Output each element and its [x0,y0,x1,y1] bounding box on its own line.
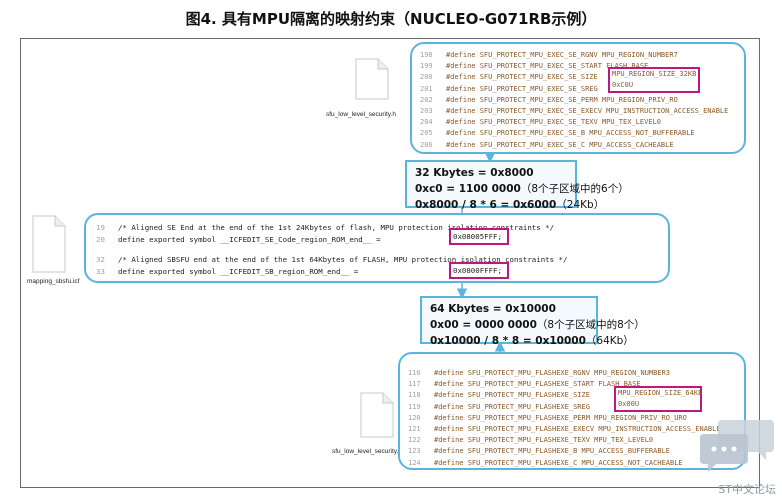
bottom-code-line: 117 #define SFU_PROTECT_MPU_FLASHEXE_STAR… [408,379,734,390]
bottom-code-line: 116 #define SFU_PROTECT_MPU_FLASHEXE_RGNV… [408,368,734,379]
top-size-highlight: MPU_REGION_SIZE_32KB 0xC0U [608,67,700,93]
bottom-code-line: 121 #define SFU_PROTECT_MPU_FLASHEXE_EXEC… [408,424,734,435]
bottom-line-number: 121 [408,424,421,433]
top-code-text: #define SFU_PROTECT_MPU_EXEC_SE_START FL… [446,62,649,71]
info-top-line2: 0xc0 = 1100 0000（8个子区域中的6个） [415,183,629,195]
chat-bubble-icon [700,420,774,472]
sb-end-highlight: 0x0800FFFF; [449,262,509,279]
top-line-number: 198 [420,51,433,59]
bottom-code-line: 119 #define SFU_PROTECT_MPU_FLASHEXE_SREG [408,402,734,413]
mid-code-line-20: 20 define exported symbol __ICFEDIT_SE_C… [96,235,381,244]
top-code-line: 203 #define SFU_PROTECT_MPU_EXEC_SE_EXECV… [420,106,734,117]
top-code-panel: 198 #define SFU_PROTECT_MPU_EXEC_SE_RGNV … [410,42,746,154]
top-line-number: 202 [420,95,433,104]
diagram-frame [20,38,760,488]
bottom-line-number: 123 [408,447,421,456]
se-end-highlight: 0x08005FFF; [449,228,509,245]
bottom-code-line: 124 #define SFU_PROTECT_MPU_FLASHEXE_C MP… [408,458,734,469]
bottom-code-text: #define SFU_PROTECT_MPU_FLASHEXE_RGNV MP… [434,369,671,377]
file-label-top: sfu_low_level_security.h [326,111,396,118]
info-bottom-line1: 64 Kbytes = 0x10000 [430,303,556,315]
top-line-number: 200 [420,73,433,82]
bottom-code-text: #define SFU_PROTECT_MPU_FLASHEXE_SIZE [434,391,590,400]
file-label-middle: mapping_sbsfu.icf [27,278,80,285]
mid-code-panel: 19 /* Aligned SE End at the end of the 1… [84,213,670,283]
bottom-code-text: #define SFU_PROTECT_MPU_FLASHEXE_TEXV MP… [434,436,654,445]
info-top-line1: 32 Kbytes = 0x8000 [415,167,534,179]
bottom-code-text: #define SFU_PROTECT_MPU_FLASHEXE_B MPU_A… [434,447,671,456]
top-line-number: 203 [420,106,433,115]
file-icon-bottom [360,392,394,443]
info-bottom-line2: 0x00 = 0000 0000（8个子区域中的8个） [430,319,645,331]
top-sreg-value: 0xC0U [612,81,634,89]
bottom-line-number: 124 [408,458,421,467]
mid-code-line-32: 32 /* Aligned SBSFU end at the end of th… [96,255,568,264]
top-code-text: #define SFU_PROTECT_MPU_EXEC_SE_B MPU_AC… [446,129,695,138]
watermark-text: ST中文论坛 [718,483,776,496]
info-box-bottom: 64 Kbytes = 0x10000 0x00 = 0000 0000（8个子… [420,296,645,347]
top-line-number: 206 [420,140,433,149]
top-code-text: #define SFU_PROTECT_MPU_EXEC_SE_EXECV MP… [446,106,729,115]
info-top-line3: 0x8000 / 8 * 6 = 0x6000（24Kb） [415,199,605,211]
info-box-top: 32 Kbytes = 0x8000 0xc0 = 1100 0000（8个子区… [405,160,629,211]
bottom-code-line: 122 #define SFU_PROTECT_MPU_FLASHEXE_TEXV… [408,435,734,446]
bottom-line-number: 120 [408,413,421,422]
file-icon-top [355,58,389,105]
bottom-code-text: #define SFU_PROTECT_MPU_FLASHEXE_SREG [434,402,590,411]
bottom-code-text: #define SFU_PROTECT_MPU_FLASHEXE_PERM MP… [434,413,687,422]
top-line-number: 199 [420,62,433,71]
top-code-line: 201 #define SFU_PROTECT_MPU_EXEC_SE_SREG [420,84,734,95]
top-code-text: #define SFU_PROTECT_MPU_EXEC_SE_TEXV MPU… [446,118,661,127]
top-code-line: 202 #define SFU_PROTECT_MPU_EXEC_SE_PERM … [420,95,734,106]
top-code-text: #define SFU_PROTECT_MPU_EXEC_SE_RGNV MPU… [446,51,678,59]
top-code-text: #define SFU_PROTECT_MPU_EXEC_SE_PERM MPU… [446,95,678,104]
bottom-code-line: 120 #define SFU_PROTECT_MPU_FLASHEXE_PERM… [408,413,734,424]
file-icon-middle [32,215,66,278]
top-code-text: #define SFU_PROTECT_MPU_EXEC_SE_C MPU_AC… [446,140,674,149]
mid-code-line-19: 19 /* Aligned SE End at the end of the 1… [96,223,555,232]
bottom-code-line: 123 #define SFU_PROTECT_MPU_FLASHEXE_B MP… [408,446,734,457]
bottom-code-list: 116 #define SFU_PROTECT_MPU_FLASHEXE_RGNV… [408,368,734,467]
bottom-code-text: #define SFU_PROTECT_MPU_FLASHEXE_C MPU_A… [434,458,683,467]
top-line-number: 205 [420,129,433,138]
top-code-line: 199 #define SFU_PROTECT_MPU_EXEC_SE_START… [420,61,734,72]
bottom-code-line: 118 #define SFU_PROTECT_MPU_FLASHEXE_SIZE [408,390,734,401]
top-code-line: 200 #define SFU_PROTECT_MPU_EXEC_SE_SIZE [420,72,734,83]
top-line-number: 201 [420,84,433,93]
bottom-size-highlight: MPU_REGION_SIZE_64KB 0x00U [614,386,702,412]
info-bottom-line3: 0x10000 / 8 * 8 = 0x10000（64Kb） [430,335,634,347]
top-code-text: #define SFU_PROTECT_MPU_EXEC_SE_SIZE [446,73,598,82]
top-line-number: 204 [420,118,433,127]
bottom-size-value: MPU_REGION_SIZE_64KB [618,389,703,397]
bottom-line-number: 117 [408,380,421,389]
top-code-line: 206 #define SFU_PROTECT_MPU_EXEC_SE_C MPU… [420,140,734,151]
forum-watermark [700,418,776,479]
mid-code-line-33: 33 define exported symbol __ICFEDIT_SB_r… [96,267,359,276]
top-code-line: 198 #define SFU_PROTECT_MPU_EXEC_SE_RGNV … [420,50,734,61]
top-size-value: MPU_REGION_SIZE_32KB [612,70,697,78]
top-code-line: 204 #define SFU_PROTECT_MPU_EXEC_SE_TEXV … [420,117,734,128]
bottom-line-number: 119 [408,402,421,411]
top-code-text: #define SFU_PROTECT_MPU_EXEC_SE_SREG [446,84,598,93]
bottom-line-number: 116 [408,369,421,377]
bottom-code-text: #define SFU_PROTECT_MPU_FLASHEXE_EXECV M… [434,424,721,433]
top-code-line: 205 #define SFU_PROTECT_MPU_EXEC_SE_B MPU… [420,128,734,139]
figure-title: 图4. 具有MPU隔离的映射约束（NUCLEO-G071RB示例） [185,10,597,28]
file-label-bottom: sfu_low_level_security.h [332,448,402,455]
bottom-line-number: 122 [408,436,421,445]
top-code-list: 198 #define SFU_PROTECT_MPU_EXEC_SE_RGNV … [420,50,734,149]
bottom-sreg-value: 0x00U [618,400,640,408]
bottom-code-text: #define SFU_PROTECT_MPU_FLASHEXE_START F… [434,380,641,389]
bottom-line-number: 118 [408,391,421,400]
